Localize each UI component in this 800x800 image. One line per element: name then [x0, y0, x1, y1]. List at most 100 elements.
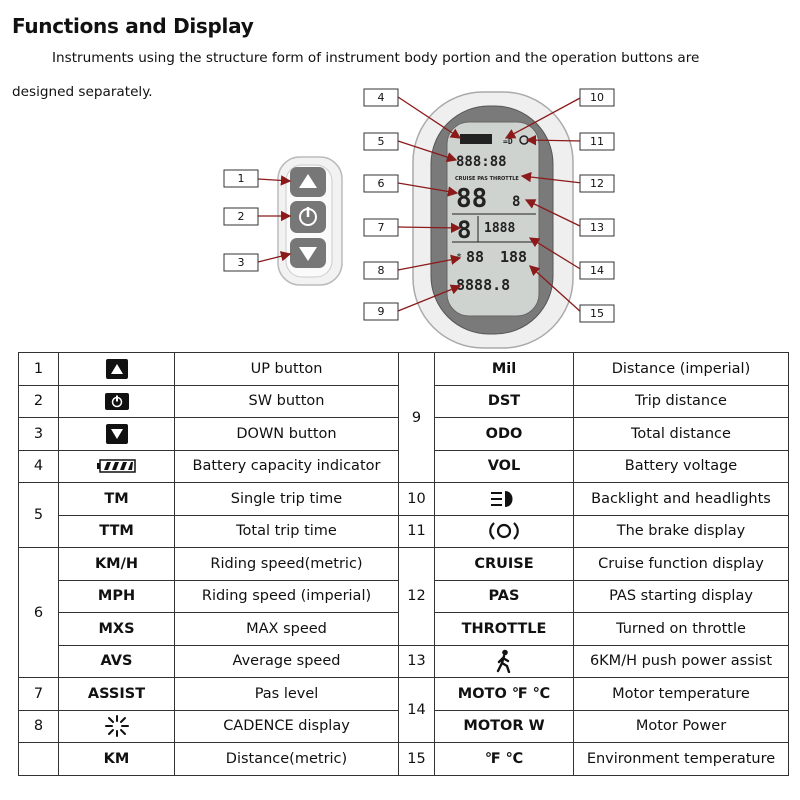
power-button[interactable] [290, 201, 326, 233]
walk-icon [496, 649, 511, 674]
lcd-power: 1888 [484, 221, 515, 236]
row-icon-cell [58, 384, 175, 418]
row-description: Backlight and headlights [573, 482, 789, 516]
row-number: 7 [18, 677, 59, 711]
table-row: AVS Average speed 13 6KM/H push power as… [19, 644, 789, 678]
callout-1: 1 [223, 169, 259, 188]
down-button[interactable] [290, 238, 326, 268]
callout-3: 3 [223, 253, 259, 272]
callout-lines [257, 96, 583, 314]
callout-15: 15 [579, 304, 615, 323]
table-row: 5 TM Single trip time 10 Backlight and h… [18, 482, 789, 548]
row-description: Motor Power [573, 709, 789, 743]
row-description: Total distance [573, 417, 789, 451]
row-number: 5 [18, 482, 59, 548]
row-icon-cell [58, 709, 175, 743]
row-description: Battery voltage [573, 449, 789, 483]
lcd-clock: 888:88 [456, 154, 507, 170]
svg-text:5: 5 [378, 135, 385, 148]
callout-13: 13 [579, 218, 615, 237]
row-description: Riding speed (imperial) [174, 579, 399, 613]
row-description: Trip distance [573, 384, 789, 418]
row-description: PAS starting display [573, 579, 789, 613]
row-description: 6KM/H push power assist [573, 644, 789, 678]
row-code: VOL [434, 449, 574, 483]
callout-4: 4 [363, 88, 399, 107]
row-number: 1 [18, 352, 59, 386]
lcd-assist: 8 [457, 216, 471, 244]
callout-5: 5 [363, 132, 399, 151]
row-number: 13 [398, 644, 435, 678]
svg-text:13: 13 [590, 221, 604, 234]
row-code: THROTTLE [434, 612, 574, 646]
svg-text:*: * [456, 252, 462, 263]
row-description: Turned on throttle [573, 612, 789, 646]
row-number: 12 [398, 547, 435, 646]
row-number: 4 [18, 449, 59, 483]
row-description: Battery capacity indicator [174, 449, 399, 483]
callout-12: 12 [579, 174, 615, 193]
svg-text:10: 10 [590, 91, 604, 104]
row-description: The brake display [573, 514, 789, 548]
instrument-diagram: =D 888:88 CRUISE PAS THROTTLE 88 8 8 188… [223, 88, 615, 349]
callout-11: 11 [579, 132, 615, 151]
row-icon-cell [434, 482, 574, 516]
up-button[interactable] [290, 167, 326, 197]
callout-2: 2 [223, 207, 259, 226]
callout-14: 14 [579, 261, 615, 280]
battery-icon [96, 459, 136, 473]
row-icon-cell [434, 514, 574, 548]
row-description: Pas level [174, 677, 399, 711]
row-number [18, 742, 59, 776]
svg-text:1: 1 [238, 172, 245, 185]
svg-text:4: 4 [378, 91, 385, 104]
svg-text:15: 15 [590, 307, 604, 320]
cadence-icon [104, 715, 129, 738]
row-description: SW button [174, 384, 399, 418]
row-code: KM/H [58, 547, 175, 581]
function-table: 1 UP button 9 Mil Distance (imperial) 2 … [18, 352, 789, 776]
row-description: Cruise function display [573, 547, 789, 581]
row-description: DOWN button [174, 417, 399, 451]
lcd-speed: 88 [456, 184, 487, 214]
row-description: UP button [174, 352, 399, 386]
svg-text:9: 9 [378, 305, 385, 318]
row-code: PAS [434, 579, 574, 613]
row-code: KM [58, 742, 175, 776]
table-row: 2 SW button DST Trip distance [18, 384, 789, 418]
table-row: 7 ASSIST Pas level 14 MOTO ℉ ℃ Motor tem… [18, 677, 789, 743]
row-number: 10 [398, 482, 435, 516]
row-description: CADENCE display [174, 709, 399, 743]
row-number: 11 [398, 514, 435, 548]
svg-text:6: 6 [378, 177, 385, 190]
row-code: MOTO ℉ ℃ [434, 677, 574, 711]
row-description: Distance (imperial) [573, 352, 789, 386]
table-row: MXS MAX speed THROTTLE Turned on throttl… [19, 612, 789, 646]
svg-text:2: 2 [238, 210, 245, 223]
svg-text:14: 14 [590, 264, 604, 277]
row-code: AVS [58, 644, 175, 678]
row-code: MOTOR W [434, 709, 574, 743]
lcd-odometer: 8888.8 [456, 276, 510, 294]
row-description: Riding speed(metric) [174, 547, 399, 581]
table-row: 1 UP button 9 Mil Distance (imperial) [18, 352, 789, 483]
table-row: 3 DOWN button ODO Total distance [18, 417, 789, 451]
row-number: 15 [398, 742, 435, 776]
row-code: MXS [58, 612, 175, 646]
row-code: TTM [58, 514, 175, 548]
callout-10: 10 [579, 88, 615, 107]
svg-text:7: 7 [378, 221, 385, 234]
svg-text:8: 8 [512, 194, 520, 210]
callout-9: 9 [363, 302, 399, 321]
row-description: Distance(metric) [174, 742, 399, 776]
row-code: CRUISE [434, 547, 574, 581]
brake-icon [489, 522, 519, 541]
callout-6: 6 [363, 174, 399, 193]
row-icon-cell [434, 644, 574, 678]
row-number: 6 [18, 547, 59, 678]
row-description: Average speed [174, 644, 399, 678]
row-code: ODO [434, 417, 574, 451]
table-row: 4 Battery capacity indicator VOL Battery… [18, 449, 789, 483]
page-title: Functions and Display [12, 14, 254, 38]
row-icon-cell [58, 417, 175, 451]
